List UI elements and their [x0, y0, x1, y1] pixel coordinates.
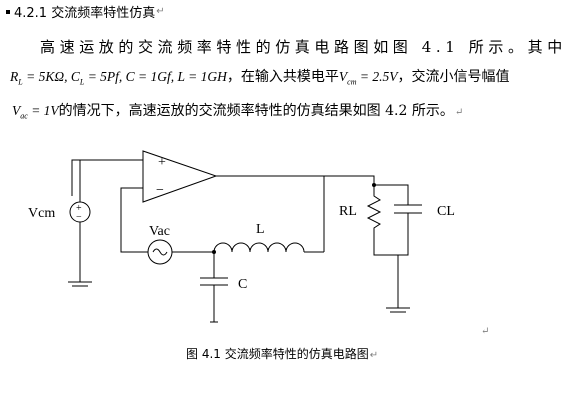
junction-dot — [212, 250, 216, 254]
opamp-minus-label: − — [156, 183, 164, 198]
cl-label: CL — [437, 204, 455, 219]
junction-dot — [372, 183, 376, 187]
component-values: RL = 5KΩ, CL = 5Pf, C = 1Gf, L = 1GH — [10, 69, 227, 87]
resistor-rl-symbol — [366, 190, 382, 234]
line3-text: 的情况下，高速运放的交流频率特性的仿真结果如图 4.2 所示。 — [58, 103, 454, 119]
paragraph-line-2: RL = 5KΩ, CL = 5Pf, C = 1Gf, L = 1GH，在输入… — [10, 66, 509, 87]
paragraph-mark: ↵ — [369, 350, 379, 361]
paragraph-line-1: 高速运放的交流频率特性的仿真电路图如图 4.1 所示。其中 — [40, 38, 564, 56]
paragraph-mark: ↵ — [481, 326, 490, 337]
line2-text: ，在输入共模电平 — [226, 69, 339, 85]
rl-label: RL — [339, 204, 357, 219]
sine-icon — [152, 248, 168, 256]
vac-label: Vac — [149, 224, 170, 239]
wire-feedback — [120, 187, 148, 253]
vcm-value: Vcm = 2.5V — [338, 69, 398, 87]
vcm-minus-label: − — [76, 212, 82, 223]
opamp-symbol — [142, 150, 218, 203]
section-heading: 4.2.1 交流频率特性仿真 ↵ — [6, 2, 165, 21]
line2-tail: ，交流小信号幅值 — [397, 69, 510, 85]
capacitor-label: C — [238, 277, 247, 292]
wire-to-load — [324, 175, 375, 190]
heading-text: 4.2.1 交流频率特性仿真 — [14, 6, 156, 21]
wire-load-bottom — [373, 213, 409, 256]
heading-bullet — [6, 9, 10, 14]
opamp-plus-label: + — [158, 155, 166, 170]
vac-value: Vac = 1V — [12, 103, 59, 121]
vcm-label: Vcm — [28, 206, 55, 221]
wire-cl — [374, 184, 409, 205]
vcm-plus-label: + — [76, 203, 82, 214]
wire-output — [216, 175, 325, 252]
paragraph-mark: ↵ — [156, 6, 165, 17]
inductor-label: L — [256, 222, 265, 237]
paragraph-mark: ↵ — [454, 107, 464, 118]
inductor-symbol — [213, 242, 305, 253]
paragraph-line-3: Vac = 1V的情况下，高速运放的交流频率特性的仿真结果如图 4.2 所示。↵ — [12, 100, 463, 121]
wire-vcm-top — [71, 159, 143, 196]
figure-caption: 图 4.1 交流频率特性的仿真电路图↵ — [186, 347, 379, 361]
